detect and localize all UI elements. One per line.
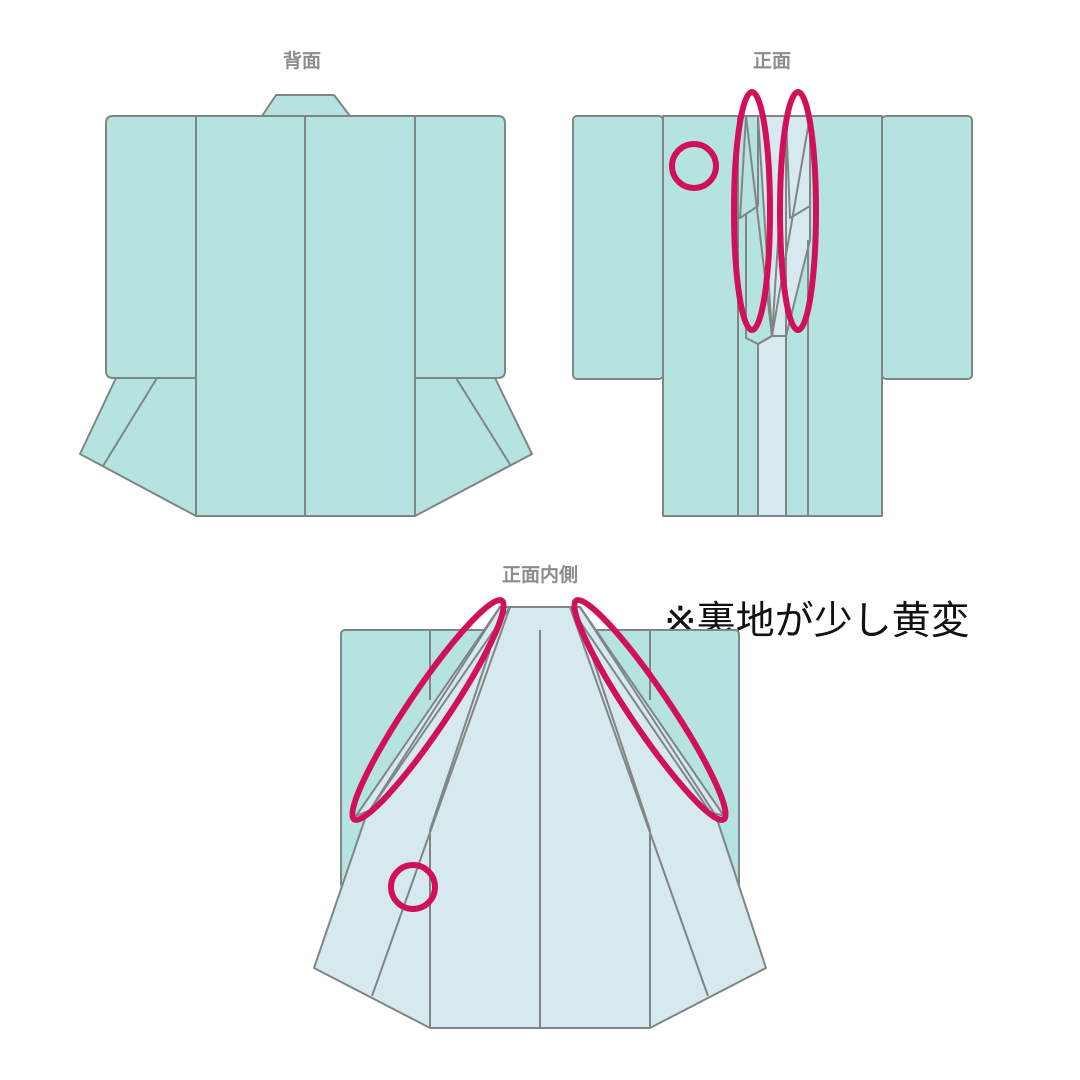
front-collar-edge-r: [771, 115, 811, 337]
kimono-front-inside: [313, 606, 767, 1029]
label-back: 背面: [282, 50, 322, 72]
front-right-collar-fold: [785, 115, 811, 219]
front-left-collar-fold: [739, 115, 759, 219]
back-left-skirt: [79, 377, 197, 517]
inside-diag-l2: [365, 606, 501, 817]
back-collar: [261, 94, 351, 117]
kimono-back: [79, 94, 533, 517]
front-left-sleeve: [572, 115, 664, 380]
kimono-front: [572, 115, 973, 517]
inside-diag-l3: [429, 649, 491, 831]
circle-marker-icon: [388, 862, 438, 912]
ellipse-marker-icon: [777, 89, 819, 333]
back-right-skirt: [414, 377, 533, 517]
label-front-inside: 正面内側: [501, 564, 579, 586]
inside-diag-r3: [589, 649, 651, 831]
inside-diag-r1: [569, 606, 709, 997]
front-collar-edge-l: [745, 115, 773, 337]
ellipse-marker-icon: [571, 596, 729, 824]
ellipse-marker-icon: [349, 596, 507, 824]
damage-markers: [349, 89, 819, 912]
inside-diag-l1: [371, 606, 511, 997]
front-collar-v1: [757, 335, 773, 345]
label-front: 正面: [752, 50, 792, 72]
circle-marker-icon: [669, 141, 719, 191]
back-right-gore-seam: [455, 377, 512, 467]
front-right-sleeve: [881, 115, 973, 380]
inside-diag-r2: [579, 606, 717, 817]
back-left-gore-seam: [102, 377, 158, 467]
ellipse-marker-icon: [731, 89, 773, 333]
